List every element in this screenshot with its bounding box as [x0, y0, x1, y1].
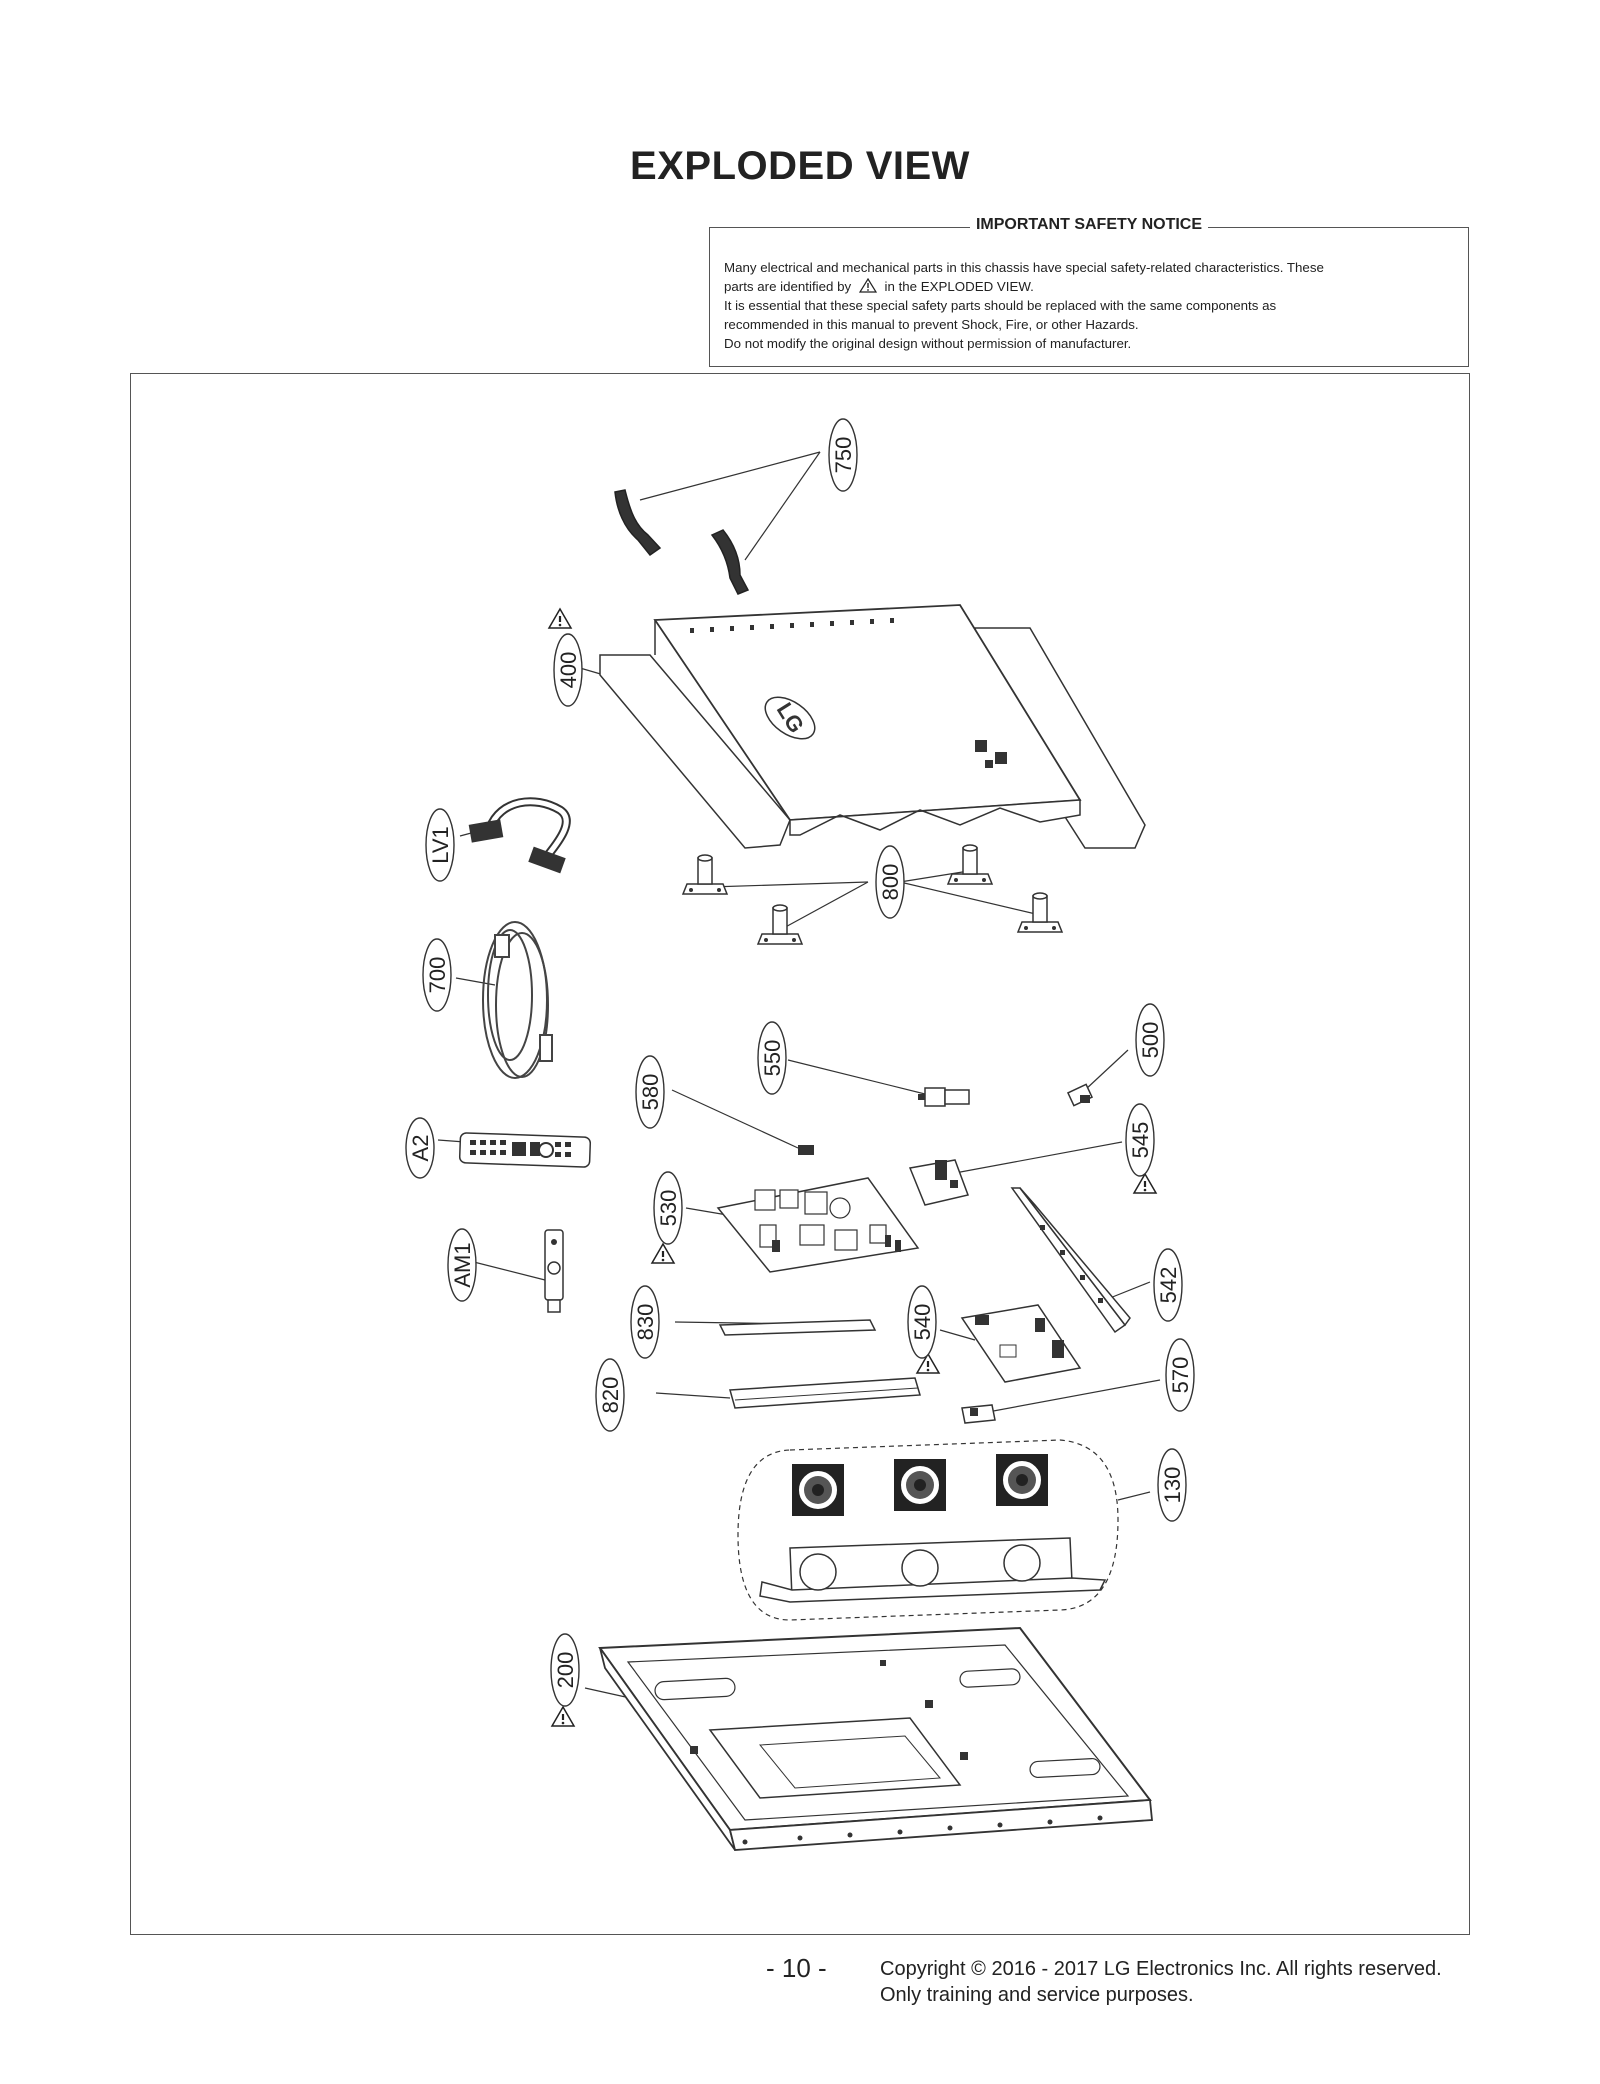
- notice-line-2b: in the EXPLODED VIEW.: [884, 279, 1034, 294]
- callout-750: 750: [831, 437, 856, 474]
- stands-800: [682, 844, 1063, 945]
- speaker-assembly-130: [737, 1439, 1119, 1621]
- power-board-530: [716, 1177, 920, 1273]
- callout-800: 800: [878, 864, 903, 901]
- remote-control-A2: [458, 1132, 592, 1168]
- callout-400: 400: [556, 652, 581, 689]
- warning-triangle-icon: [547, 607, 573, 630]
- callout-A2: A2: [408, 1135, 433, 1162]
- part-AM1: [544, 1229, 564, 1313]
- notice-line-5: Do not modify the original design withou…: [724, 336, 1132, 351]
- warning-triangle-icon: [650, 1242, 676, 1265]
- callout-542: 542: [1156, 1267, 1181, 1304]
- warning-triangle-icon: [1132, 1172, 1158, 1195]
- safety-notice-heading: IMPORTANT SAFETY NOTICE: [969, 216, 1209, 233]
- part-820: [729, 1377, 921, 1409]
- callouts: 750 400 LV1 800 700 550 500 580 A2 545 5…: [405, 418, 1195, 1707]
- power-cord-700: [482, 921, 553, 1079]
- callout-570: 570: [1168, 1357, 1193, 1394]
- part-580: [798, 1145, 814, 1155]
- main-board-540: [960, 1304, 1082, 1383]
- copyright-line-1: Copyright © 2016 - 2017 LG Electronics I…: [880, 1958, 1442, 1980]
- callout-540: 540: [910, 1304, 935, 1341]
- copyright-notice: Copyright © 2016 - 2017 LG Electronics I…: [880, 1956, 1442, 2008]
- safety-notice-box: IMPORTANT SAFETY NOTICE Many electrical …: [709, 216, 1469, 367]
- callout-550: 550: [760, 1040, 785, 1077]
- warning-triangle-icon: [550, 1705, 576, 1728]
- diagram-frame: [130, 373, 1470, 1935]
- page-title: EXPLODED VIEW: [630, 144, 970, 188]
- copyright-line-2: Only training and service purposes.: [880, 1984, 1194, 2006]
- notice-line-2a: parts are identified by: [724, 279, 852, 294]
- notice-line-1: Many electrical and mechanical parts in …: [724, 260, 1324, 275]
- notice-line-3: It is essential that these special safet…: [724, 298, 1277, 313]
- lvds-cable-LV1: [468, 797, 571, 874]
- page-number: - 10 -: [766, 1953, 827, 1983]
- callout-AM1: AM1: [450, 1242, 475, 1287]
- front-cabinet-200: [598, 1626, 1153, 1851]
- callout-545: 545: [1128, 1122, 1153, 1159]
- callout-820: 820: [598, 1377, 623, 1414]
- back-cover-400: LG: [599, 604, 1146, 849]
- board-545: [908, 1159, 969, 1206]
- callout-200: 200: [553, 1652, 578, 1689]
- safety-notice-text: Many electrical and mechanical parts in …: [724, 258, 1454, 353]
- ribbon-cable-750: [614, 489, 750, 595]
- bracket-542: [1010, 1187, 1131, 1334]
- part-550: [918, 1087, 970, 1107]
- callout-LV1: LV1: [428, 826, 453, 864]
- callout-500: 500: [1138, 1022, 1163, 1059]
- callout-830: 830: [633, 1304, 658, 1341]
- callout-130: 130: [1160, 1467, 1185, 1504]
- warning-triangle-icon: [858, 277, 877, 293]
- part-830: [718, 1319, 877, 1336]
- part-500: [1066, 1083, 1094, 1107]
- callout-530: 530: [656, 1190, 681, 1227]
- callout-700: 700: [425, 957, 450, 994]
- board-570: [961, 1404, 996, 1424]
- notice-line-4: recommended in this manual to prevent Sh…: [724, 317, 1139, 332]
- callout-580: 580: [638, 1074, 663, 1111]
